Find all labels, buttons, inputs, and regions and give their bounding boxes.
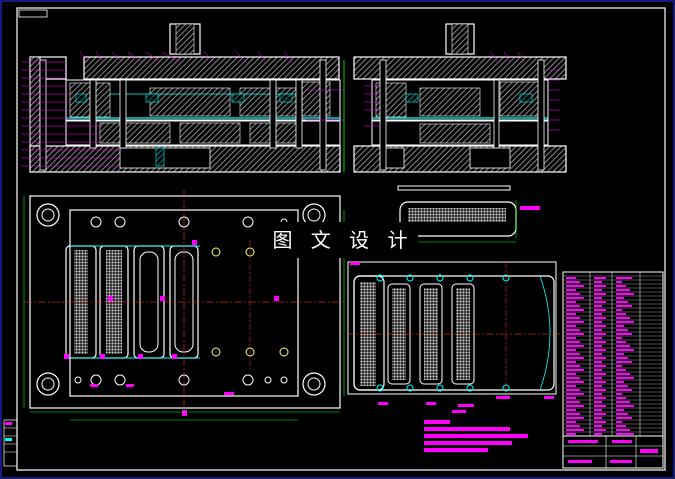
- side-section-view: [353, 23, 567, 173]
- watermark-text: 图 文 设 计: [268, 222, 418, 258]
- corner-label-box: [18, 9, 48, 18]
- cavity-plate-view: [346, 261, 560, 407]
- bill-of-materials: [562, 271, 664, 437]
- technical-notes: [424, 410, 528, 452]
- plan-view: [23, 190, 346, 421]
- front-section-view: [22, 23, 346, 173]
- inner-frame: [16, 7, 666, 471]
- product-view: [350, 185, 540, 265]
- revision-strip: [3, 419, 18, 467]
- title-block: [562, 435, 664, 469]
